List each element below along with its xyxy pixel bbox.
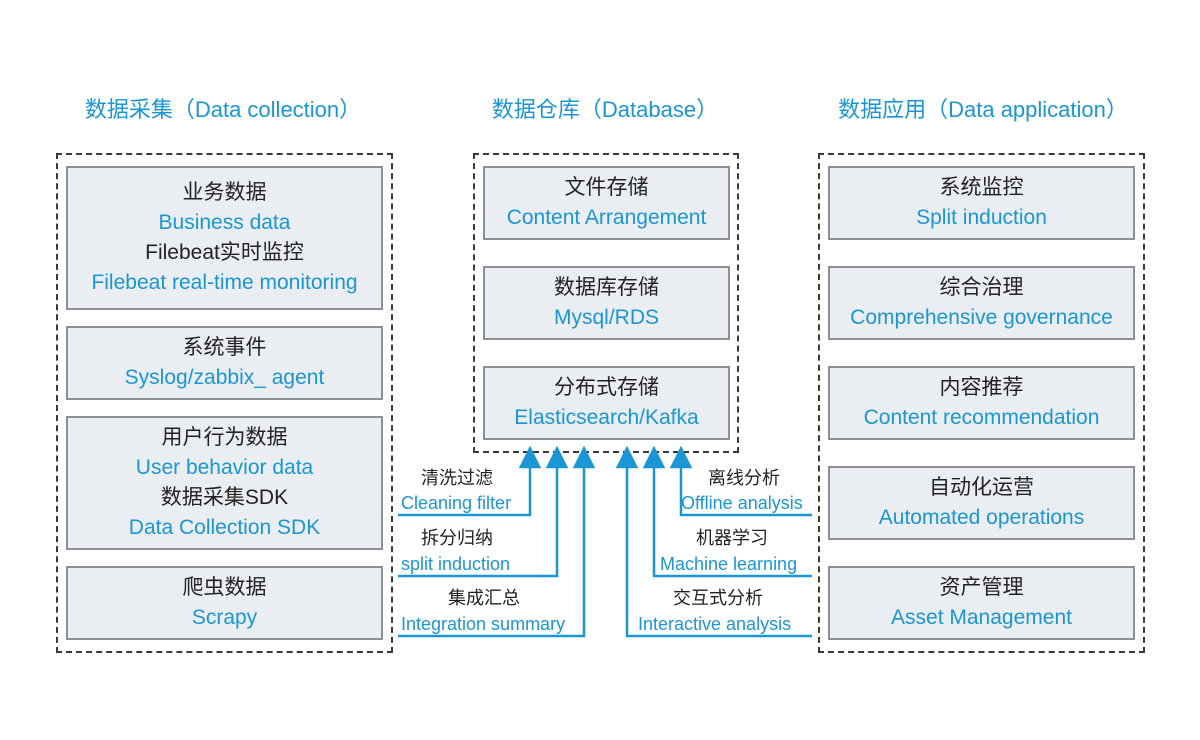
box-subtitle: Scrapy	[191, 606, 258, 629]
box-title: 自动化运营	[929, 476, 1034, 499]
split-induction-label-en: split induction	[401, 554, 511, 574]
collection-container	[56, 153, 393, 653]
cleaning-filter-label-zh: 清洗过滤	[421, 468, 493, 488]
box-subtitle: Elasticsearch/Kafka	[514, 406, 699, 429]
box-title: 业务数据	[182, 181, 267, 204]
file-storage-box: 文件存储 Content Arrangement	[483, 166, 730, 240]
asset-management-box: 资产管理 Asset Management	[828, 566, 1135, 640]
database-title: 数据仓库（Database）	[491, 97, 719, 122]
automated-operations-box: 自动化运营 Automated operations	[828, 466, 1135, 540]
machine-learning-arrow	[642, 445, 812, 578]
box-subtitle: Filebeat real-time monitoring	[91, 271, 358, 294]
crawler-data-box: 爬虫数据 Scrapy	[66, 566, 383, 640]
machine-learning-label-en: Machine learning	[660, 554, 798, 574]
application-title: 数据应用（Data application）	[838, 97, 1128, 122]
application-container	[818, 153, 1145, 653]
distributed-storage-box: 分布式存储 Elasticsearch/Kafka	[483, 366, 730, 440]
offline-analysis-label-en: Offline analysis	[681, 493, 803, 513]
box-title: 用户行为数据	[161, 426, 288, 449]
comprehensive-governance-box: 综合治理 Comprehensive governance	[828, 266, 1135, 340]
box-subtitle: Split induction	[916, 206, 1047, 229]
interactive-analysis-arrow	[615, 445, 812, 638]
box-subtitle: Content Arrangement	[506, 206, 707, 229]
content-recommendation-box: 内容推荐 Content recommendation	[828, 366, 1135, 440]
box-subtitle: Content recommendation	[863, 406, 1100, 429]
box-title: 数据采集SDK	[160, 486, 289, 509]
box-subtitle: Syslog/zabbix_ agent	[124, 366, 325, 389]
cleaning-filter-label-en: Cleaning filter	[401, 493, 512, 513]
integration-summary-label-en: Integration summary	[401, 614, 566, 634]
box-subtitle: Asset Management	[891, 606, 1072, 629]
interactive-analysis-label-zh: 交互式分析	[673, 588, 763, 608]
database-storage-box: 数据库存储 Mysql/RDS	[483, 266, 730, 340]
system-monitoring-box: 系统监控 Split induction	[828, 166, 1135, 240]
integration-summary-arrow	[398, 445, 596, 638]
business-data-box: 业务数据 Business data Filebeat实时监控 Filebeat…	[66, 166, 383, 310]
split-induction-label-zh: 拆分归纳	[421, 528, 493, 548]
box-title: 资产管理	[939, 576, 1024, 599]
box-title: 文件存储	[564, 176, 649, 199]
interactive-analysis-label-en: Interactive analysis	[638, 614, 792, 634]
box-subtitle: Business data	[158, 211, 291, 234]
box-subtitle: Automated operations	[878, 506, 1085, 529]
cleaning-filter-arrow	[398, 445, 542, 517]
box-title: 分布式存储	[554, 376, 659, 399]
split-induction-arrow	[398, 445, 569, 578]
box-title: 数据库存储	[554, 276, 659, 299]
integration-summary-label-zh: 集成汇总	[448, 588, 520, 608]
machine-learning-label-zh: 机器学习	[696, 528, 768, 548]
box-title: 爬虫数据	[182, 576, 267, 599]
box-subtitle: Comprehensive governance	[850, 306, 1113, 329]
box-title: 内容推荐	[939, 376, 1024, 399]
box-title: Filebeat实时监控	[145, 241, 304, 264]
offline-analysis-label-zh: 离线分析	[708, 468, 780, 488]
system-events-box: 系统事件 Syslog/zabbix_ agent	[66, 326, 383, 400]
box-title: 系统监控	[939, 176, 1024, 199]
offline-analysis-arrow	[669, 445, 812, 517]
box-subtitle: Data Collection SDK	[128, 516, 321, 539]
box-subtitle: User behavior data	[135, 456, 314, 479]
user-behavior-box: 用户行为数据 User behavior data 数据采集SDK Data C…	[66, 416, 383, 550]
box-subtitle: Mysql/RDS	[553, 306, 659, 329]
box-title: 系统事件	[182, 336, 267, 359]
box-title: 综合治理	[939, 276, 1024, 299]
collection-title: 数据采集（Data collection）	[84, 97, 362, 122]
database-container	[473, 153, 739, 453]
